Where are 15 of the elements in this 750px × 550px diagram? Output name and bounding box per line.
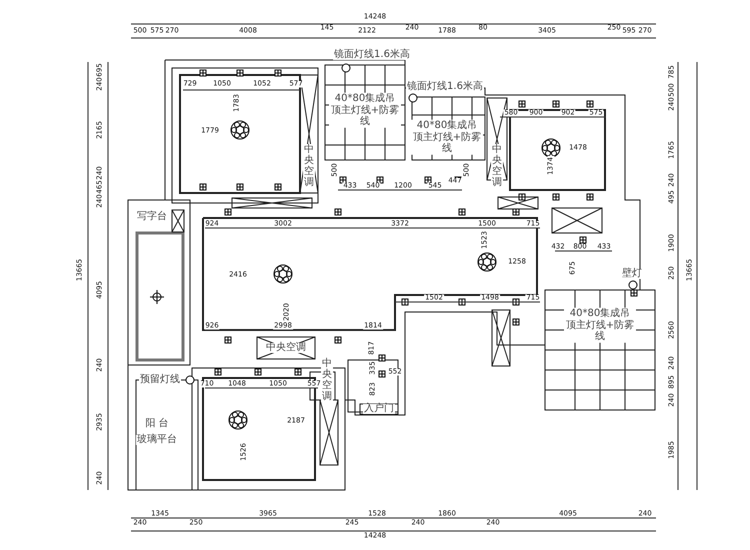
room-label: 入户门 [363, 404, 395, 414]
room-label: 镜面灯线1.6米高 [333, 50, 411, 60]
room-label: 中央空调 [265, 343, 307, 353]
room-label: 壁灯 [621, 269, 643, 279]
room-label: 中央空调 [321, 358, 333, 402]
ceiling-note: 40*80集成吊顶主灯线+防雾线 [329, 92, 401, 128]
room-label: 中央空调 [491, 144, 503, 188]
ceiling-note: 40*80集成吊顶主灯线+防雾线 [564, 308, 636, 342]
room-label: 镜面灯线1.6米高 [406, 82, 484, 92]
room-label: 预留灯线 [139, 375, 181, 385]
room-label: 中央空调 [303, 144, 315, 188]
room-label: 阳 台 [144, 419, 170, 429]
ceiling-note: 40*80集成吊顶主灯线+防雾线 [411, 120, 483, 154]
room-label: 写字台 [136, 212, 168, 222]
room-label: 玻璃平台 [136, 435, 178, 445]
